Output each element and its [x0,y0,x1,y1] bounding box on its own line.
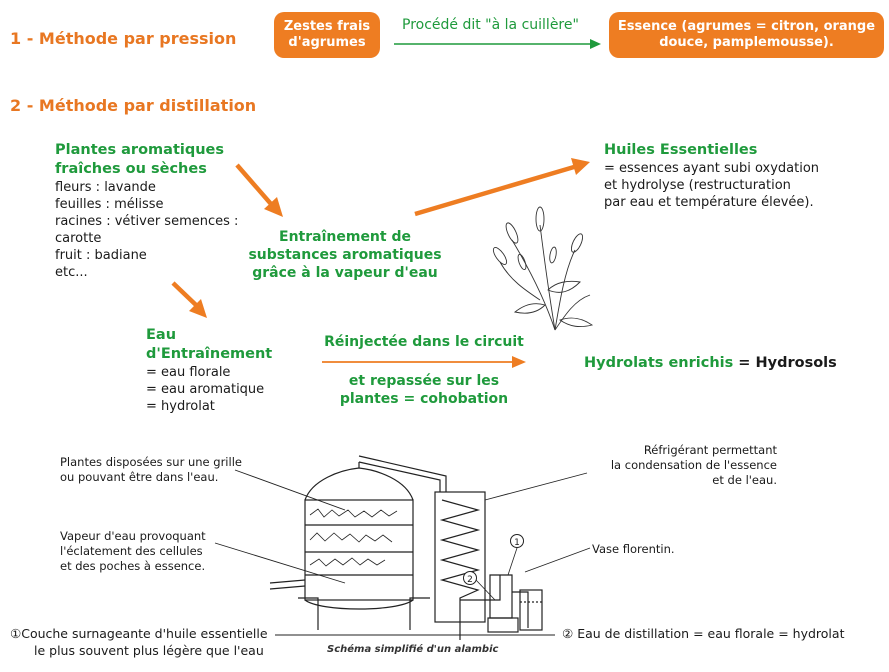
alambic-caption: Schéma simplifié d'un alambic [327,644,499,655]
pill-essence-line1: Essence (agrumes = citron, orange [617,19,876,34]
process-label: Procédé dit "à la cuillère" [402,17,579,33]
plants-line: feuilles : mélisse [55,197,164,212]
pill-essence-line2: douce, pamplemousse). [659,35,834,50]
plants-line: etc... [55,265,88,280]
reinjectee-label: Réinjectée dans le circuit [324,334,524,350]
label-vapeur-line2: l'éclatement des cellules [60,544,203,558]
section2-title: 2 - Méthode par distillation [10,96,257,115]
note1: ①Couche surnageante d'huile essentielle … [10,625,268,659]
huiles-line: par eau et température élevée). [604,195,814,210]
label-refrigerant-line3: et de l'eau. [712,473,777,487]
note1-line1: Couche surnageante d'huile essentielle [21,626,268,641]
plants-line: fleurs : lavande [55,180,156,195]
repassee-line2: plantes = cohobation [339,391,509,407]
lavender-illustration [492,206,594,331]
entrainement-text: Entraînement de substances aromatiques g… [230,228,460,282]
entrainement-line3: grâce à la vapeur d'eau [252,265,438,281]
label-plantes-line2: ou pouvant être dans l'eau. [60,470,219,484]
label-leader-lines [214,469,591,584]
note1-number: ① [10,626,22,641]
section1-title: 1 - Méthode par pression [10,29,237,48]
label-refrigerant: Réfrigérant permettant la condensation d… [590,443,777,488]
hydrolats-green: Hydrolats enrichis [584,355,734,371]
plants-block: Plantes aromatiques fraîches ou sèches f… [55,141,270,281]
arrow-entrainement-to-huiles [414,158,590,217]
plants-heading-2: fraîches ou sèches [55,161,207,177]
label-plantes: Plantes disposées sur une grille ou pouv… [60,455,270,485]
label-refrigerant-line1: Réfrigérant permettant [643,443,777,457]
huiles-heading: Huiles Essentielles [604,142,758,158]
alambic-illustration [269,455,555,640]
arrow-plants-to-eau [171,281,207,318]
note1-line2: le plus souvent plus légère que l'eau [34,643,264,658]
note2-text: Eau de distillation = eau florale = hydr… [577,626,845,641]
entrainement-line1: Entraînement de [279,229,411,245]
eau-line: = hydrolat [146,399,215,414]
process-arrow [394,39,601,49]
arrow-cohobation [322,356,526,368]
huiles-block: Huiles Essentielles = essences ayant sub… [604,141,874,211]
pill-zestes-line1: Zestes frais [283,19,371,34]
plants-line: fruit : badiane [55,248,147,263]
hydrolats-label: Hydrolats enrichis = Hydrosols [584,355,837,371]
marker-2-text: 2 [467,575,473,585]
pill-zestes-line2: d'agrumes [288,35,366,50]
repassee-line1: et repassée sur les [348,373,500,389]
label-refrigerant-line2: la condensation de l'essence [610,458,777,472]
eau-block: Eau d'Entraînement = eau florale = eau a… [146,326,296,415]
note2: ② Eau de distillation = eau florale = hy… [562,625,844,642]
eau-heading-2: d'Entraînement [146,346,273,362]
plants-heading-1: Plantes aromatiques [55,142,225,158]
plants-line: carotte [55,231,102,246]
label-vapeur-line3: et des poches à essence. [60,559,206,573]
eau-heading-1: Eau [146,327,177,343]
entrainement-line2: substances aromatiques [248,247,442,263]
eau-line: = eau aromatique [146,382,265,397]
label-vase: Vase florentin. [592,542,675,556]
label-plantes-line1: Plantes disposées sur une grille [60,455,242,469]
hydrolats-black: = Hydrosols [733,355,837,371]
huiles-line: et hydrolyse (restructuration [604,178,791,193]
marker-1-text: 1 [514,538,520,548]
plants-line: racines : vétiver semences : [55,214,239,229]
label-vapeur: Vapeur d'eau provoquant l'éclatement des… [60,529,270,574]
label-vapeur-line1: Vapeur d'eau provoquant [60,529,206,543]
eau-line: = eau florale [146,365,231,380]
huiles-line: = essences ayant subi oxydation [604,161,820,176]
marker-2: 2 [463,571,477,585]
note2-number: ② [562,626,574,641]
marker-1: 1 [510,534,524,548]
repassee-label: et repassée sur les plantes = cohobation [318,372,530,408]
